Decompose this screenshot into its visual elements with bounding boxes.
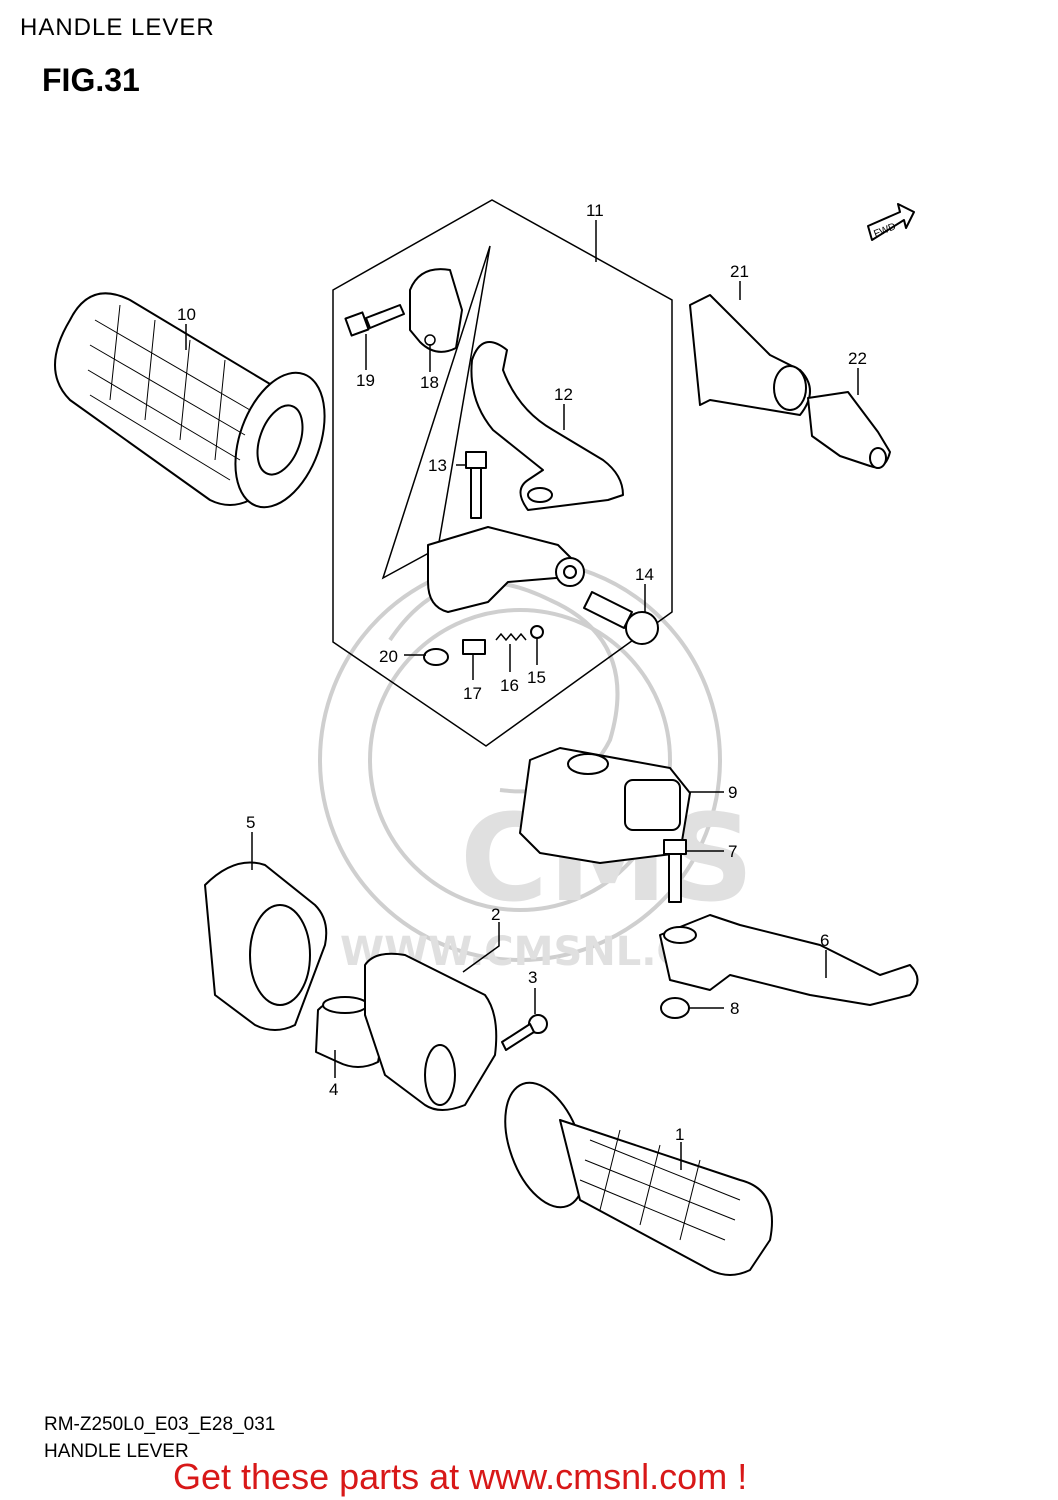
callout-4: 4 (329, 1080, 338, 1099)
callout-21: 21 (730, 262, 749, 281)
callout-8: 8 (730, 999, 739, 1018)
part-13-bolt (465, 451, 487, 519)
part-20-nut (423, 648, 449, 666)
figure-number: FIG.31 (42, 62, 140, 98)
callout-17: 17 (463, 684, 482, 703)
part-14-adjuster (583, 591, 659, 645)
callout-5: 5 (246, 813, 255, 832)
callout-19: 19 (356, 371, 375, 390)
part-6-lever (659, 914, 919, 1006)
part-7-bolt (663, 839, 687, 903)
callout-11: 11 (586, 201, 604, 220)
part-12-lever (470, 341, 624, 511)
callout-3: 3 (528, 968, 537, 987)
part-2-holder (364, 952, 498, 1111)
part-1-grip-right (504, 1081, 773, 1276)
page-header: HANDLE LEVER (20, 14, 215, 41)
part-17-pin (462, 639, 486, 655)
part-21-cover (689, 294, 811, 416)
callout-18: 18 (420, 373, 439, 392)
part-19-bolt (344, 304, 405, 337)
part-18-clamp (409, 268, 463, 353)
part-8-nut (660, 997, 690, 1019)
part-9-switch (519, 747, 691, 864)
part-5-housing (204, 861, 328, 1031)
part-22-adjuster (807, 391, 891, 469)
part-3-screw (501, 1014, 548, 1051)
footer-subtitle: HANDLE LEVER (44, 1441, 189, 1462)
callout-13: 13 (428, 456, 447, 475)
lever-holder (427, 526, 585, 613)
assembly-inner-11 (381, 245, 491, 580)
leader-lines (185, 220, 859, 1170)
callout-20: 20 (379, 647, 398, 666)
callout-9: 9 (728, 783, 737, 802)
diagram-code: RM-Z250L0_E03_E28_031 (44, 1414, 276, 1435)
promo-link-text[interactable]: Get these parts at www.cmsnl.com ! (173, 1456, 748, 1497)
callout-16: 16 (500, 676, 519, 695)
assembly-box-11 (332, 199, 673, 747)
part-15-ball (530, 625, 544, 639)
callout-1: 1 (675, 1125, 684, 1144)
callout-7: 7 (728, 842, 737, 861)
callout-22: 22 (848, 349, 867, 368)
fwd-arrow-icon: FWD (867, 203, 915, 241)
part-10-grip-left (54, 292, 326, 509)
callout-10: 10 (177, 305, 196, 324)
callout-15: 15 (527, 668, 546, 687)
callout-6: 6 (820, 931, 829, 950)
callout-14: 14 (635, 565, 654, 584)
callout-12: 12 (554, 385, 573, 404)
part-16-spring (495, 632, 527, 642)
callout-2: 2 (491, 905, 500, 924)
